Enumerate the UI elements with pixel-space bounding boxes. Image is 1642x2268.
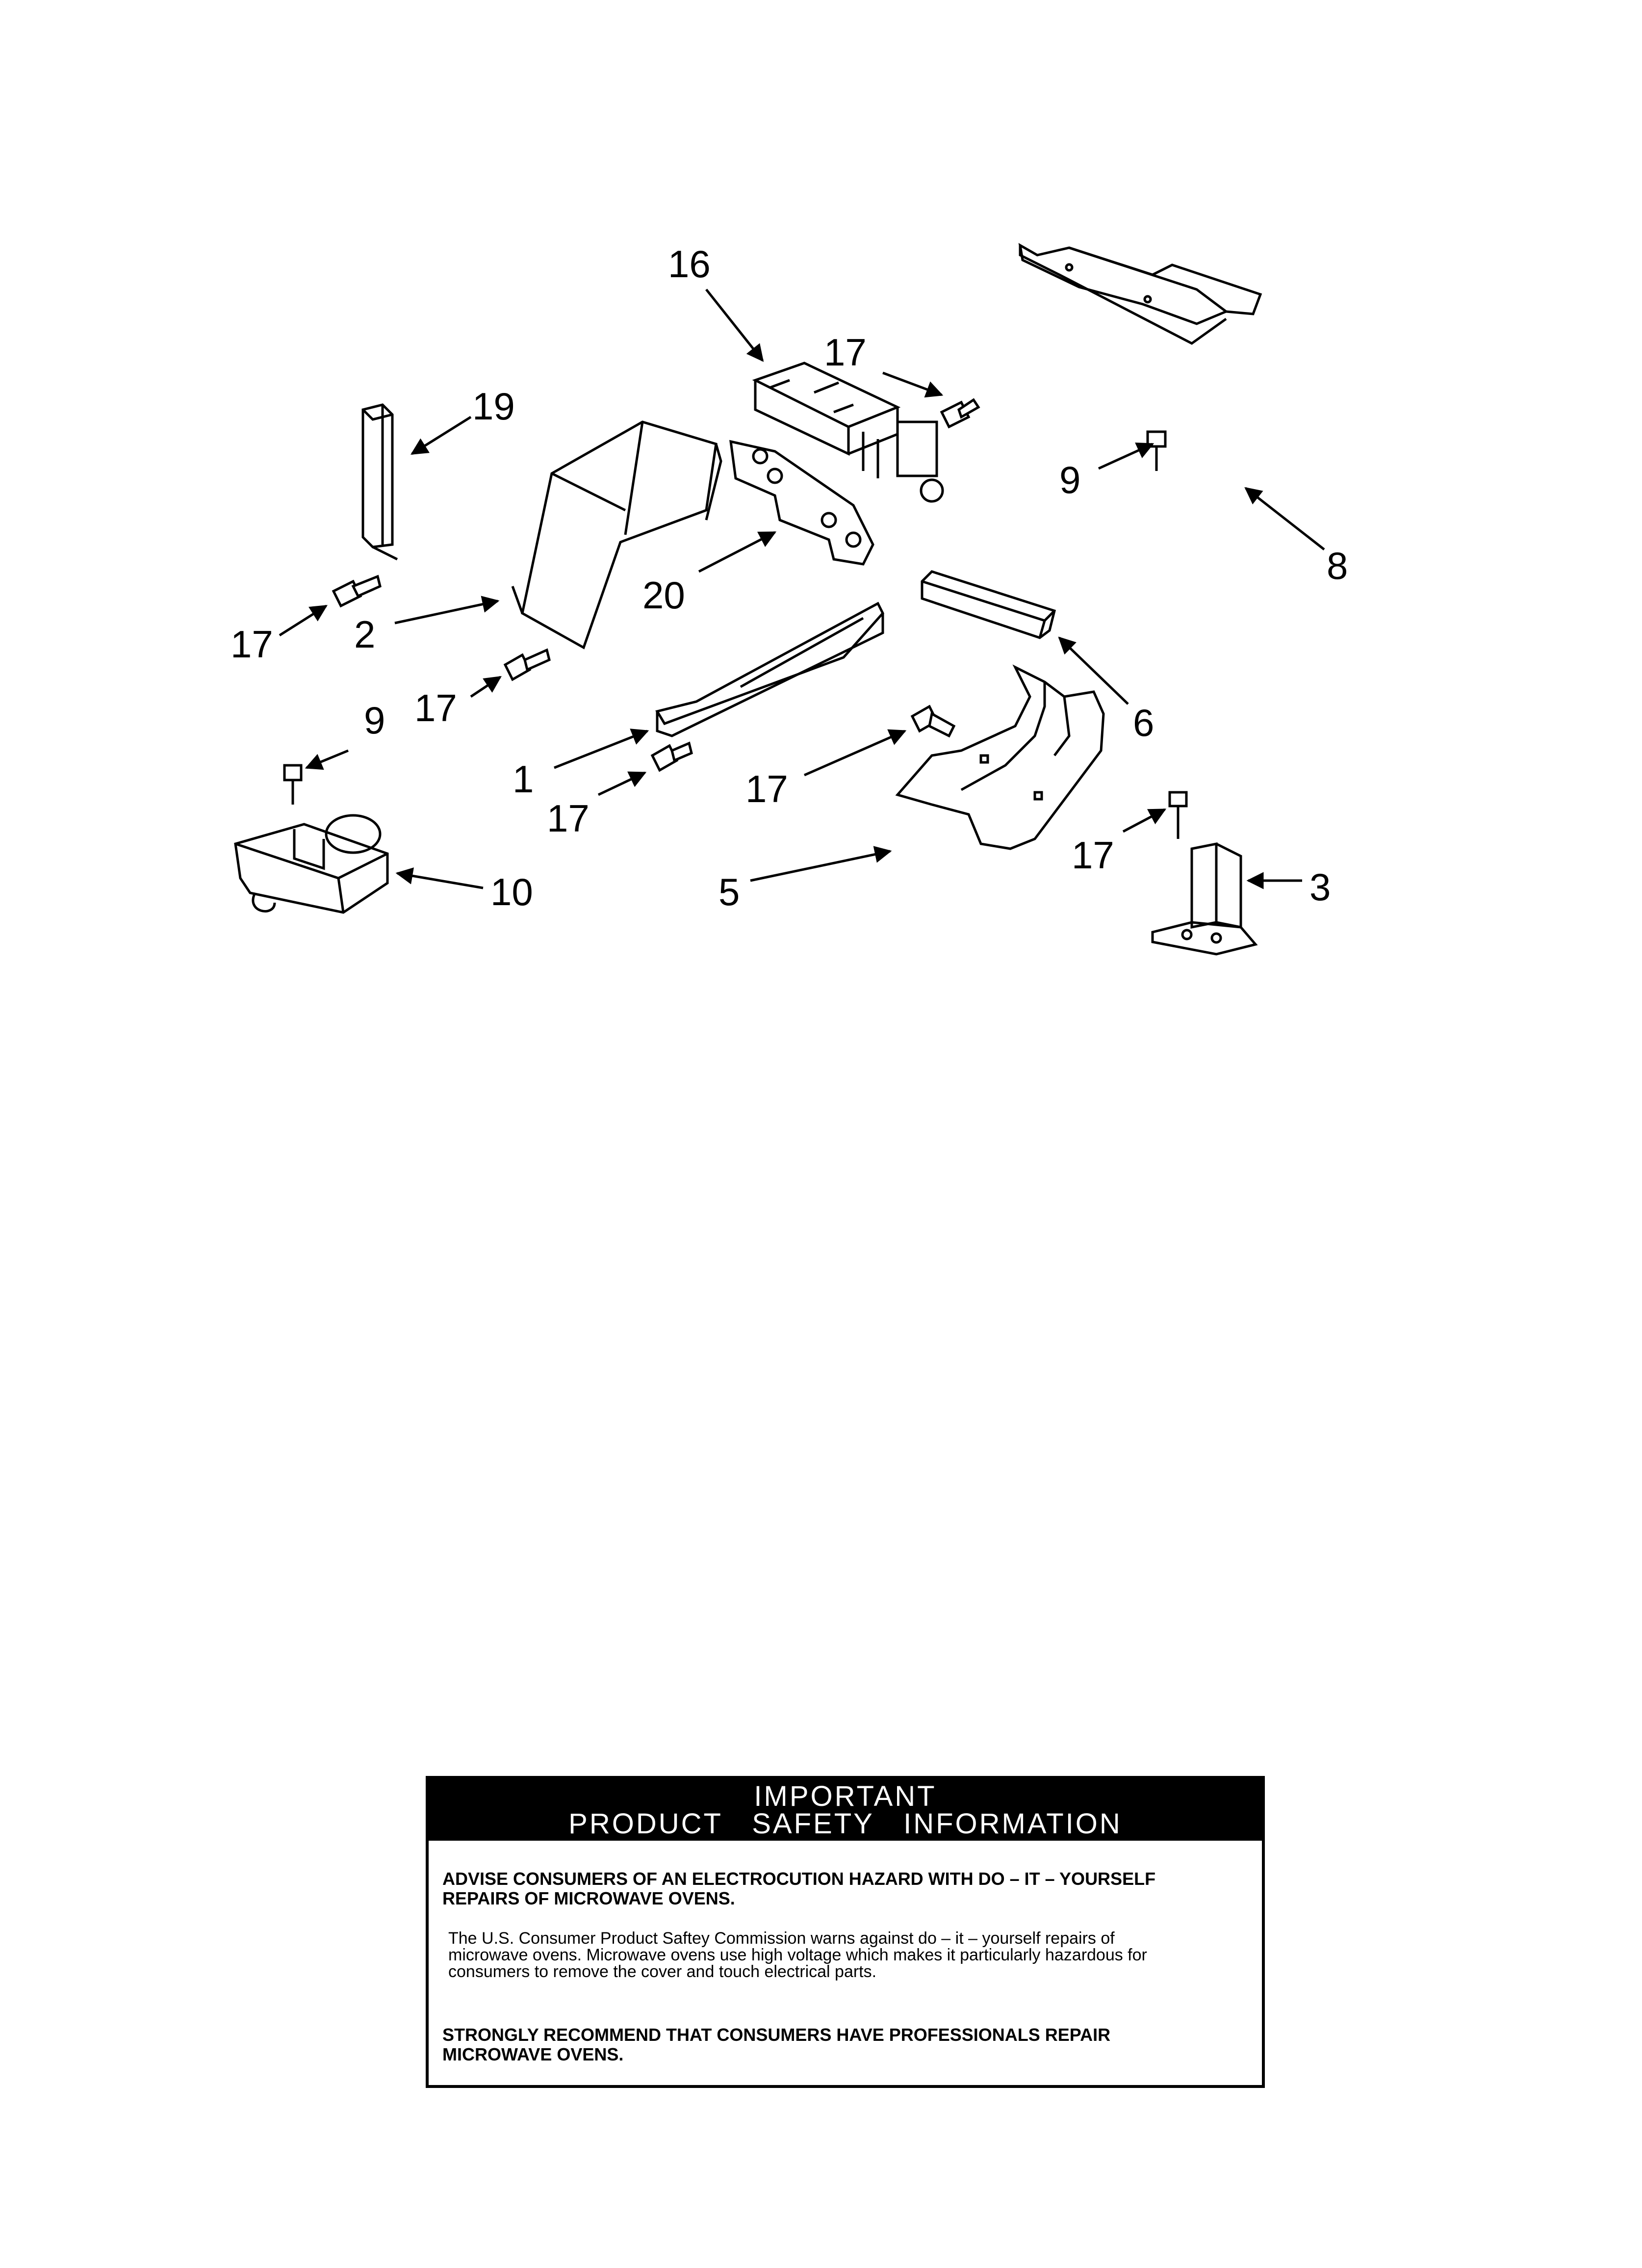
- callout-3: 3: [1309, 865, 1331, 909]
- part-19-strip: [361, 403, 398, 561]
- commission-paragraph: The U.S. Consumer Product Saftey Commiss…: [429, 1930, 1262, 1980]
- callout-5: 5: [718, 870, 740, 913]
- screw-9-top-right: [1146, 430, 1167, 471]
- exploded-parts-diagram: 16 17 19 9 8 17 2 20 17 6 9 1 17 17 17 1…: [231, 242, 1348, 956]
- body-line-2: microwave ovens. Microwave ovens use hig…: [448, 1946, 1147, 1964]
- body-line-3: consumers to remove the cover and touch …: [448, 1962, 877, 1981]
- safety-title-line1: IMPORTANT: [754, 1780, 937, 1812]
- callout-17: 17: [414, 686, 457, 730]
- callout-9: 9: [364, 699, 385, 742]
- callout-17: 17: [547, 797, 590, 840]
- screws: [283, 398, 1188, 839]
- advise-paragraph: ADVISE CONSUMERS OF AN ELECTROCUTION HAZ…: [429, 1869, 1262, 1908]
- safety-header: IMPORTANT PRODUCT SAFETY INFORMATION: [429, 1779, 1262, 1841]
- callout-9: 9: [1059, 458, 1080, 501]
- safety-title-line2: PRODUCT SAFETY INFORMATION: [568, 1808, 1122, 1840]
- screw-17-left: [332, 574, 382, 608]
- screw-17-right: [1168, 791, 1188, 839]
- callout-10: 10: [490, 870, 533, 913]
- part-8-top-bracket: [1018, 243, 1262, 345]
- part-20-mounting-plate: [729, 440, 874, 566]
- recommend-line-2: MICROWAVE OVENS.: [442, 2044, 624, 2064]
- callout-6: 6: [1133, 701, 1154, 744]
- callout-17: 17: [1072, 834, 1114, 877]
- part-1-rail: [655, 601, 884, 737]
- part-5-deflector: [895, 664, 1105, 850]
- screw-17-lower-mid: [910, 704, 956, 738]
- part-10-switch-bracket: [234, 814, 389, 914]
- part-6-foam-block: [921, 570, 1056, 639]
- callout-16: 16: [668, 242, 711, 286]
- leader-arrows: [279, 288, 1325, 889]
- screw-17-top: [940, 398, 980, 429]
- callout-17: 17: [231, 623, 273, 666]
- callout-2: 2: [354, 613, 375, 656]
- callout-8: 8: [1327, 544, 1348, 587]
- callout-17: 17: [745, 767, 788, 810]
- advise-line-2: REPAIRS OF MICROWAVE OVENS.: [442, 1888, 735, 1908]
- callout-20: 20: [642, 574, 685, 617]
- recommend-paragraph: STRONGLY RECOMMEND THAT CONSUMERS HAVE P…: [429, 2025, 1262, 2064]
- callout-labels: 16 17 19 9 8 17 2 20 17 6 9 1 17 17 17 1…: [231, 242, 1348, 913]
- safety-information-box: IMPORTANT PRODUCT SAFETY INFORMATION ADV…: [426, 1776, 1265, 2088]
- callout-19: 19: [472, 385, 515, 428]
- part-3-small-bracket: [1151, 842, 1258, 956]
- screw-9-left: [283, 764, 303, 805]
- callout-1: 1: [513, 757, 534, 801]
- callout-17: 17: [824, 331, 867, 374]
- screw-17-mid-left: [503, 648, 551, 681]
- recommend-line-1: STRONGLY RECOMMEND THAT CONSUMERS HAVE P…: [442, 2025, 1111, 2045]
- advise-line-1: ADVISE CONSUMERS OF AN ELECTROCUTION HAZ…: [442, 1869, 1156, 1889]
- body-line-1: The U.S. Consumer Product Saftey Commiss…: [448, 1929, 1115, 1948]
- part-16-valve-assembly: [752, 362, 944, 503]
- screw-17-center: [650, 741, 693, 772]
- part-2-duct-cover: [511, 420, 722, 650]
